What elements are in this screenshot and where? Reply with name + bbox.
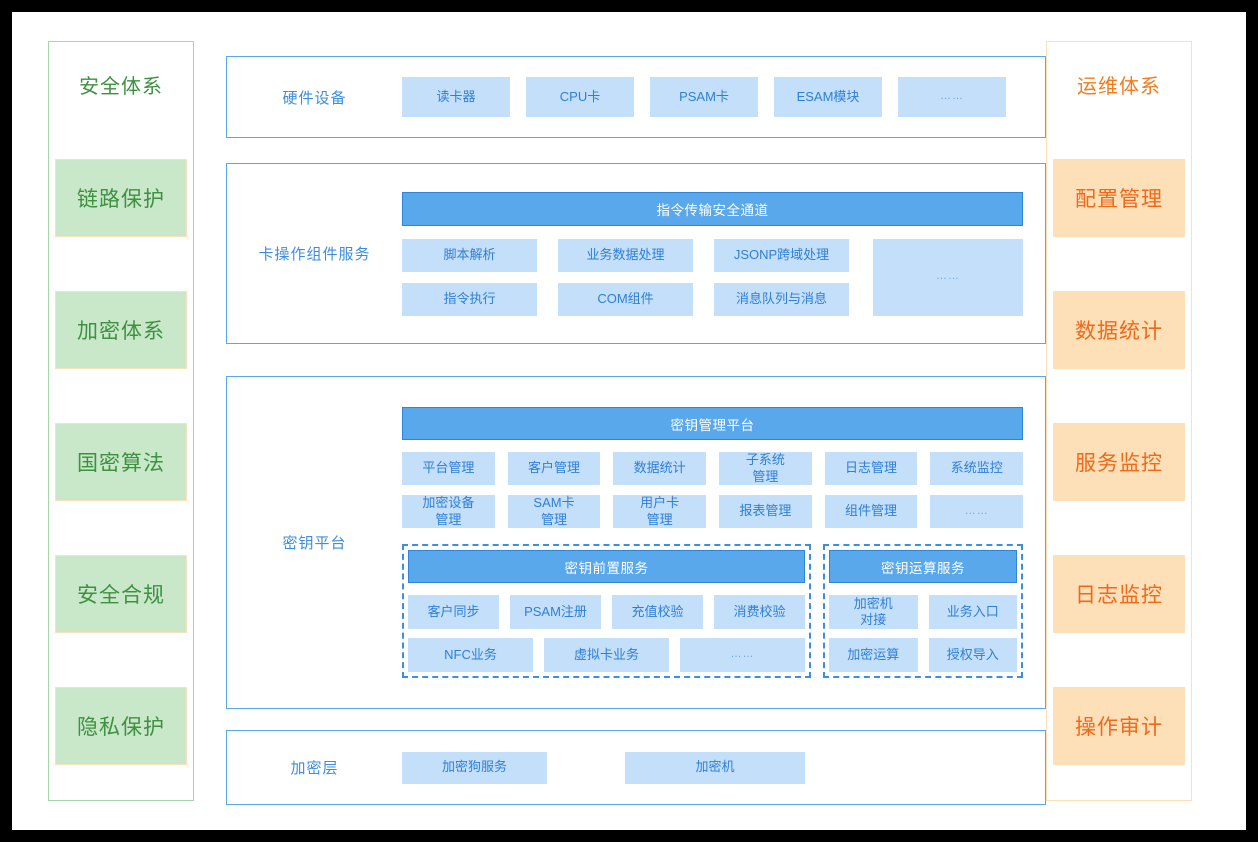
sidebar-item-link-protection[interactable]: 链路保护 — [55, 159, 187, 237]
hardware-section: 硬件设备 读卡器 CPU卡 PSAM卡 ESAM模块 …… — [226, 56, 1046, 138]
key-tile-data-statistics[interactable]: 数据统计 — [613, 452, 707, 485]
diagram-canvas: 安全体系 链路保护 加密体系 国密算法 安全合规 隐私保护 运维体系 配置管理 … — [12, 12, 1246, 830]
key-tile-log-management[interactable]: 日志管理 — [824, 452, 918, 485]
calc-tile-encryption-operation[interactable]: 加密运算 — [829, 638, 918, 672]
key-platform-grid-row-1: 平台管理 客户管理 数据统计 子系统 管理 日志管理 系统监控 — [402, 452, 1024, 485]
hardware-tile-more[interactable]: …… — [898, 77, 1006, 117]
front-tile-nfc-business[interactable]: NFC业务 — [408, 638, 533, 672]
security-system-items: 链路保护 加密体系 国密算法 安全合规 隐私保护 — [49, 132, 193, 800]
card-service-grid-left: 脚本解析 业务数据处理 JSONP跨域处理 指令执行 COM组件 消息队列与消息 — [402, 238, 852, 316]
encryption-layer-label: 加密层 — [290, 760, 339, 777]
key-tile-subsystem-management[interactable]: 子系统 管理 — [719, 452, 812, 485]
card-operation-service-body: 指令传输安全通道 脚本解析 业务数据处理 JSONP跨域处理 指令执行 COM组… — [402, 164, 1045, 343]
front-tile-virtual-card-business[interactable]: 虚拟卡业务 — [544, 638, 669, 672]
sidebar-item-encryption-system[interactable]: 加密体系 — [55, 291, 187, 369]
key-calc-service-row-2: 加密运算 授权导入 — [829, 638, 1017, 672]
key-platform-body: 密钥管理平台 平台管理 客户管理 数据统计 子系统 管理 日志管理 系统监控 加… — [402, 377, 1045, 708]
card-tile-script-parsing[interactable]: 脚本解析 — [402, 238, 537, 272]
hardware-section-body: 读卡器 CPU卡 PSAM卡 ESAM模块 …… — [402, 57, 1045, 137]
calc-tile-authorization-import[interactable]: 授权导入 — [928, 638, 1017, 672]
security-system-title: 安全体系 — [79, 76, 163, 98]
sidebar-item-log-monitoring[interactable]: 日志监控 — [1053, 555, 1185, 633]
key-tile-customer-management[interactable]: 客户管理 — [507, 452, 601, 485]
sidebar-item-privacy-protection[interactable]: 隐私保护 — [55, 687, 187, 765]
card-tile-com-component[interactable]: COM组件 — [558, 282, 693, 316]
front-tile-recharge-verification[interactable]: 充值校验 — [612, 595, 703, 629]
card-service-grid: 脚本解析 业务数据处理 JSONP跨域处理 指令执行 COM组件 消息队列与消息… — [402, 238, 1023, 316]
hardware-tile-cpu-card[interactable]: CPU卡 — [526, 77, 634, 117]
sidebar-item-service-monitoring[interactable]: 服务监控 — [1053, 423, 1185, 501]
card-tile-business-data-processing[interactable]: 业务数据处理 — [558, 238, 693, 272]
operations-system-panel: 运维体系 配置管理 数据统计 服务监控 日志监控 操作审计 — [1046, 41, 1192, 801]
key-tile-user-card-management[interactable]: 用户卡 管理 — [613, 495, 707, 528]
key-tile-more[interactable]: …… — [930, 495, 1024, 528]
key-front-service-group: 密钥前置服务 客户同步 PSAM注册 充值校验 消费校验 NFC业务 虚拟卡业务… — [402, 544, 811, 678]
key-calc-service-row-1: 加密机 对接 业务入口 — [829, 595, 1017, 629]
key-management-platform-banner[interactable]: 密钥管理平台 — [402, 407, 1023, 440]
key-tile-component-management[interactable]: 组件管理 — [824, 495, 918, 528]
key-services-wrapper: 密钥前置服务 客户同步 PSAM注册 充值校验 消费校验 NFC业务 虚拟卡业务… — [402, 544, 1023, 678]
card-tile-message-queue[interactable]: 消息队列与消息 — [714, 282, 849, 316]
hardware-tile-esam-module[interactable]: ESAM模块 — [774, 77, 882, 117]
sidebar-item-config-management[interactable]: 配置管理 — [1053, 159, 1185, 237]
sidebar-item-operation-audit[interactable]: 操作审计 — [1053, 687, 1185, 765]
operations-system-title: 运维体系 — [1077, 76, 1161, 98]
card-tile-instruction-execution[interactable]: 指令执行 — [402, 282, 537, 316]
card-operation-service-section: 卡操作组件服务 指令传输安全通道 脚本解析 业务数据处理 JSONP跨域处理 指… — [226, 163, 1046, 344]
sidebar-item-data-statistics[interactable]: 数据统计 — [1053, 291, 1185, 369]
encryption-layer-tile-row: 加密狗服务 加密机 — [402, 751, 1045, 784]
calc-tile-hsm-integration[interactable]: 加密机 对接 — [829, 595, 918, 629]
key-platform-section: 密钥平台 密钥管理平台 平台管理 客户管理 数据统计 子系统 管理 日志管理 系… — [226, 376, 1046, 709]
hardware-tile-psam-card[interactable]: PSAM卡 — [650, 77, 758, 117]
card-tile-jsonp-cross-domain[interactable]: JSONP跨域处理 — [714, 238, 849, 272]
front-tile-psam-registration[interactable]: PSAM注册 — [510, 595, 601, 629]
key-tile-crypto-device-management[interactable]: 加密设备 管理 — [402, 495, 495, 528]
calc-tile-business-entry[interactable]: 业务入口 — [928, 595, 1017, 629]
hardware-section-label: 硬件设备 — [282, 89, 347, 107]
sidebar-item-national-crypto-algorithm[interactable]: 国密算法 — [55, 423, 187, 501]
card-tile-more[interactable]: …… — [873, 238, 1023, 316]
front-tile-consumption-verification[interactable]: 消费校验 — [714, 595, 805, 629]
card-service-row-2: 指令执行 COM组件 消息队列与消息 — [402, 282, 852, 316]
crypto-tile-hsm[interactable]: 加密机 — [625, 751, 805, 784]
key-front-service-row-2: NFC业务 虚拟卡业务 …… — [408, 638, 805, 672]
key-tile-system-monitoring[interactable]: 系统监控 — [930, 452, 1024, 485]
card-operation-service-label: 卡操作组件服务 — [258, 246, 371, 263]
hardware-tile-card-reader[interactable]: 读卡器 — [402, 77, 510, 117]
key-platform-grid-row-2: 加密设备 管理 SAM卡 管理 用户卡 管理 报表管理 组件管理 …… — [402, 495, 1024, 528]
encryption-layer-body: 加密狗服务 加密机 — [402, 731, 1045, 804]
key-tile-sam-card-management[interactable]: SAM卡 管理 — [507, 495, 601, 528]
instruction-secure-channel-banner[interactable]: 指令传输安全通道 — [402, 191, 1023, 226]
key-front-service-banner[interactable]: 密钥前置服务 — [408, 550, 805, 583]
key-calc-service-group: 密钥运算服务 加密机 对接 业务入口 加密运算 授权导入 — [823, 544, 1023, 678]
encryption-layer-section: 加密层 加密狗服务 加密机 — [226, 730, 1046, 805]
key-calc-service-banner[interactable]: 密钥运算服务 — [829, 550, 1017, 583]
hardware-tile-row: 读卡器 CPU卡 PSAM卡 ESAM模块 …… — [402, 77, 1045, 117]
security-system-panel: 安全体系 链路保护 加密体系 国密算法 安全合规 隐私保护 — [48, 41, 194, 801]
card-service-row-1: 脚本解析 业务数据处理 JSONP跨域处理 — [402, 238, 852, 272]
key-front-service-row-1: 客户同步 PSAM注册 充值校验 消费校验 — [408, 595, 805, 629]
key-platform-label: 密钥平台 — [282, 535, 347, 552]
front-tile-customer-sync[interactable]: 客户同步 — [408, 595, 499, 629]
crypto-tile-dongle-service[interactable]: 加密狗服务 — [402, 751, 547, 784]
front-tile-more[interactable]: …… — [680, 638, 805, 672]
operations-system-items: 配置管理 数据统计 服务监控 日志监控 操作审计 — [1047, 132, 1191, 800]
sidebar-item-security-compliance[interactable]: 安全合规 — [55, 555, 187, 633]
key-tile-report-management[interactable]: 报表管理 — [719, 495, 812, 528]
key-tile-platform-management[interactable]: 平台管理 — [402, 452, 495, 485]
